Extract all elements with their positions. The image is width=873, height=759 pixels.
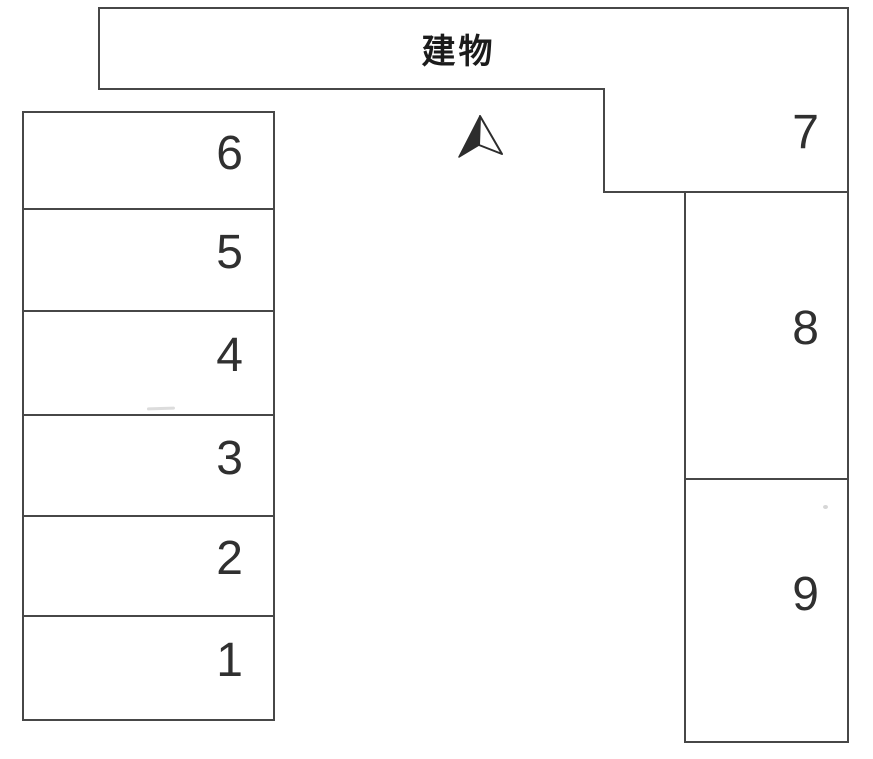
north-arrow-icon [458, 115, 503, 158]
building-block: 建物 [98, 7, 849, 90]
parking-space-9: 9 [684, 478, 849, 743]
building-label: 建物 [421, 33, 496, 71]
parking-space-6: 6 [22, 111, 275, 210]
parking-space-3: 3 [22, 416, 275, 517]
space-number-8: 8 [792, 301, 819, 355]
parking-space-8: 8 [684, 193, 849, 478]
space-number-4: 4 [216, 329, 243, 382]
space-number-9: 9 [792, 567, 819, 621]
parking-space-5: 5 [22, 210, 275, 312]
scan-artifact [823, 505, 828, 509]
space-number-7: 7 [792, 105, 819, 159]
parking-space-7: 7 [603, 88, 849, 193]
parking-space-2: 2 [22, 517, 275, 617]
parking-space-4: 4 [22, 312, 275, 416]
space-number-6: 6 [216, 126, 243, 180]
parking-space-1: 1 [22, 617, 275, 721]
space-number-1: 1 [216, 634, 243, 687]
space-number-3: 3 [216, 431, 243, 485]
space-number-2: 2 [216, 532, 243, 585]
space-number-5: 5 [216, 226, 243, 279]
